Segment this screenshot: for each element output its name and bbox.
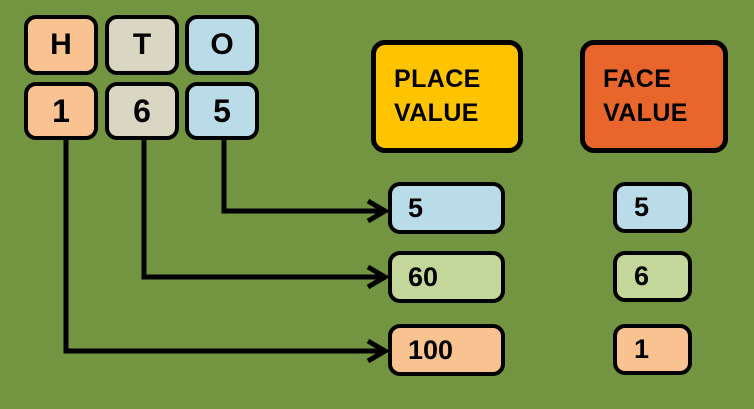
connector-ones-to-place-value — [221, 140, 382, 214]
place-header-tens-label: T — [132, 28, 152, 61]
place-value-ones: 5 — [388, 182, 505, 234]
place-header-hundreds-label: H — [50, 28, 72, 61]
face-value-title-line1: FACE — [603, 65, 672, 93]
face-value-tens-label: 6 — [634, 261, 650, 291]
arrowhead-hundreds — [366, 338, 390, 364]
face-value-title-line2: VALUE — [603, 99, 688, 127]
face-value-hundreds: 1 — [613, 324, 692, 375]
place-header-ones-label: O — [210, 28, 234, 61]
digit-hundreds: 1 — [24, 82, 98, 140]
connector-tens-to-place-value — [141, 140, 382, 280]
digit-tens-label: 6 — [133, 93, 151, 129]
face-value-ones: 5 — [613, 182, 692, 233]
place-value-title-line1: PLACE — [394, 65, 481, 93]
place-header-hundreds: H — [24, 15, 98, 75]
place-value-hundreds-label: 100 — [408, 334, 454, 365]
digit-hundreds-label: 1 — [52, 93, 70, 129]
arrowhead-tens — [366, 264, 390, 290]
digit-ones: 5 — [185, 82, 259, 140]
place-header-ones: O — [185, 15, 259, 75]
place-header-tens: T — [105, 15, 179, 75]
digit-tens: 6 — [105, 82, 179, 140]
place-value-hundreds: 100 — [388, 324, 505, 376]
place-value-title-card: PLACE VALUE — [371, 40, 523, 153]
face-value-title-card: FACE VALUE — [580, 40, 728, 153]
place-value-ones-label: 5 — [408, 192, 424, 223]
face-value-hundreds-label: 1 — [634, 334, 650, 364]
face-value-tens: 6 — [613, 251, 692, 302]
place-value-tens-label: 60 — [408, 261, 439, 292]
digit-ones-label: 5 — [213, 93, 231, 129]
place-value-tens: 60 — [388, 251, 505, 303]
connector-hundreds-to-place-value — [63, 140, 382, 354]
arrowhead-ones — [366, 198, 390, 224]
face-value-ones-label: 5 — [634, 192, 650, 222]
place-value-title-line2: VALUE — [394, 99, 479, 127]
